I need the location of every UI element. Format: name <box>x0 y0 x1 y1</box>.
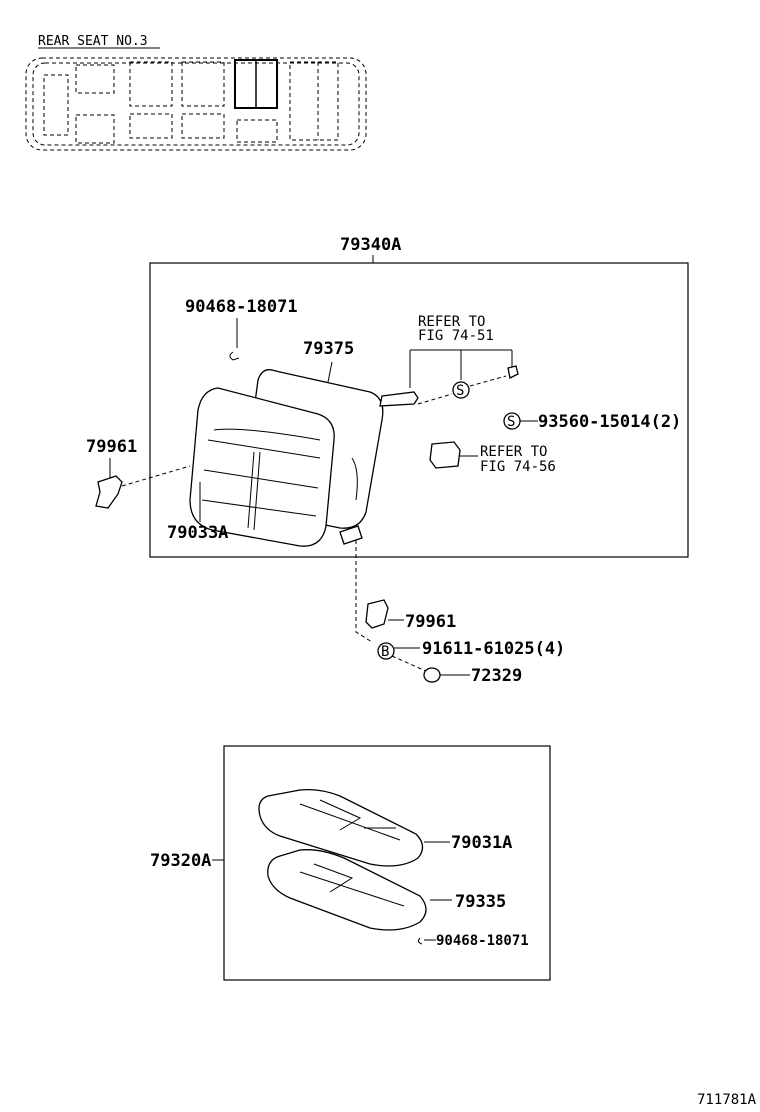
label-79961-lower: 79961 <box>405 612 456 632</box>
label-bolt-b: 91611-61025(4) <box>422 639 565 659</box>
refer-fig-74-51-line2: FIG 74-51 <box>418 328 494 344</box>
refer-fig-74-56-line1: REFER TO <box>480 444 547 460</box>
label-79320A: 79320A <box>150 851 211 871</box>
label-clip-top: 90468-18071 <box>185 297 298 317</box>
fastener-small <box>507 365 519 379</box>
bushing-part <box>423 667 441 683</box>
cushion-assembly-box <box>223 745 551 981</box>
label-79335: 79335 <box>455 892 506 912</box>
seat-latch-part <box>429 441 461 469</box>
front-seat-right <box>75 114 115 144</box>
label-79031A: 79031A <box>451 833 512 853</box>
seatback-assembly-group: 79340A 90468-18071 79375 79033A REFER TO… <box>149 235 689 558</box>
label-79033A: 79033A <box>167 523 228 543</box>
hinge-cover-left <box>95 475 123 509</box>
vehicle-outline <box>25 57 367 151</box>
locator-label: REAR SEAT NO.3 <box>38 34 148 49</box>
label-72329: 72329 <box>471 666 522 686</box>
cushion-pad <box>267 849 427 931</box>
hinge-bracket <box>339 525 363 545</box>
headrest-guide <box>379 391 419 407</box>
figure-code: 711781A <box>697 1092 757 1108</box>
label-screw-s: 93560-15014(2) <box>538 412 681 432</box>
label-79961-left: 79961 <box>86 437 137 457</box>
cushion-cover <box>258 788 424 867</box>
clip-icon <box>229 351 240 361</box>
refer-fig-74-51-line1: REFER TO <box>418 314 485 330</box>
svg-text:B: B <box>381 644 389 660</box>
clip-icon-bottom <box>417 937 423 945</box>
row2-seat <box>129 61 173 107</box>
seat-locator-map: REAR SEAT NO.3 <box>25 34 367 151</box>
seatback-cover <box>189 387 335 547</box>
label-79340A: 79340A <box>340 235 401 255</box>
row3-seat <box>181 61 225 107</box>
front-seat-left <box>75 64 115 94</box>
svg-text:S: S <box>456 383 464 399</box>
cushion-assembly-group: 79320A 79031A 79335 90468-18071 <box>150 745 551 981</box>
hinge-cover-lower <box>365 599 389 629</box>
refer-fig-74-56-line2: FIG 74-56 <box>480 459 556 475</box>
seatback-assembly-box <box>149 262 689 558</box>
label-79375: 79375 <box>303 339 354 359</box>
bolt-b-symbol <box>377 642 395 660</box>
label-clip-bottom: 90468-18071 <box>436 933 529 949</box>
screw-s-symbol-upper <box>452 381 470 399</box>
rear-bench <box>289 61 339 141</box>
svg-text:S: S <box>507 414 515 430</box>
